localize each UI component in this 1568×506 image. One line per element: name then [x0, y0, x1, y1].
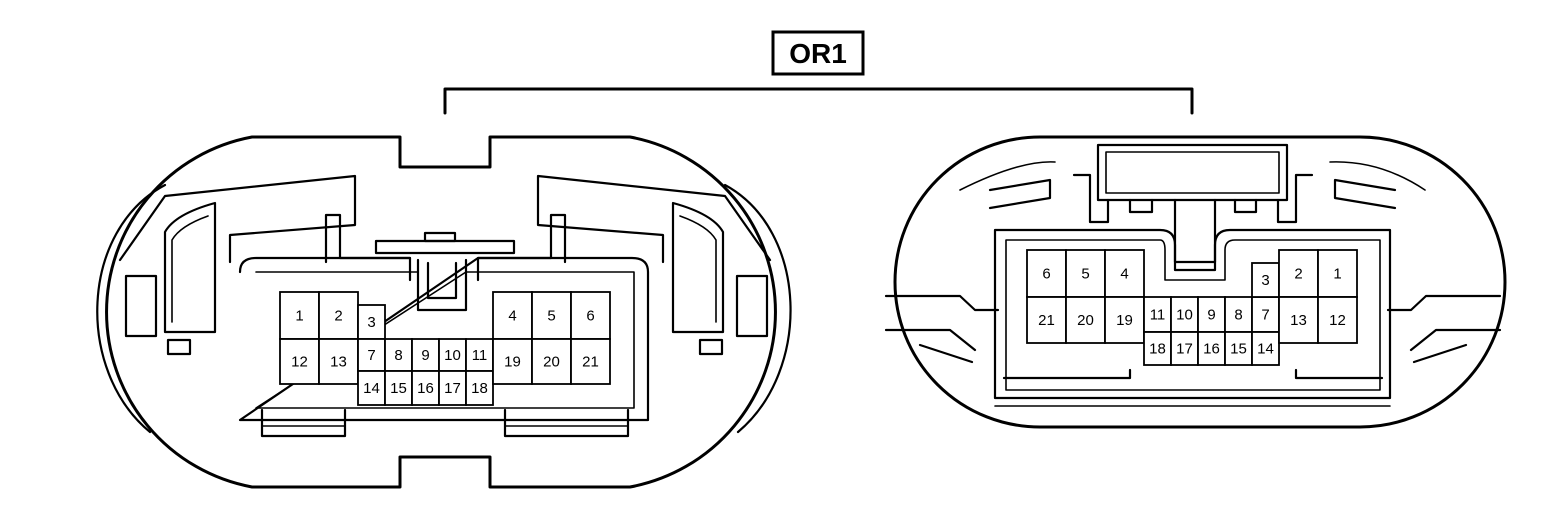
right-ledge-right — [1333, 178, 1397, 210]
connector-right-pin-12-label: 12 — [1329, 312, 1346, 329]
left-inner-arc-left — [96, 183, 167, 434]
connector-right-pin-13-label: 13 — [1290, 312, 1307, 329]
right-housing-outline — [893, 135, 1507, 429]
connector-left-pin-17-label: 17 — [444, 380, 461, 397]
left-inner-arc-right — [723, 183, 792, 434]
connector-left-pin-13-label: 13 — [330, 354, 347, 371]
connector-right-pin-10-label: 10 — [1176, 307, 1193, 324]
connector-left-pin-1-label: 1 — [295, 308, 303, 325]
connector-left-pin-5-label: 5 — [547, 308, 555, 325]
connector-left-pin-18-cavity — [465, 370, 494, 406]
connector-right-pin-1-cavity — [1317, 249, 1358, 298]
connector-right-pin-3-cavity — [1251, 262, 1280, 298]
connector-right-pin-19-cavity — [1104, 296, 1145, 344]
connector-left-pin-20-label: 20 — [543, 354, 560, 371]
connector-left-pin-18-label: 18 — [471, 380, 488, 397]
connector-left-pin-21-label: 21 — [582, 354, 599, 371]
right-inner-body-inset — [1005, 239, 1381, 391]
connector-left-pin-17-cavity — [438, 370, 467, 406]
connector-right-pin-21-label: 21 — [1038, 312, 1055, 329]
connector-left-pin-2-cavity — [318, 291, 359, 340]
right-inner-body — [993, 228, 1392, 400]
connector-right-pin-11-cavity — [1143, 296, 1172, 333]
connector-right-pin-12-cavity — [1317, 296, 1358, 344]
right-top-latch — [1072, 143, 1314, 264]
connector-right-pin-6-label: 6 — [1042, 266, 1050, 283]
left-upper-rail-left — [118, 174, 357, 264]
connector-right-pin-11-label: 11 — [1150, 307, 1166, 324]
connector-left-pin-19-label: 19 — [504, 354, 521, 371]
connector-left-pin-4-cavity — [492, 291, 533, 340]
connector-left-pin-15-cavity — [384, 370, 413, 406]
connector-left-pin-13-cavity — [318, 338, 359, 385]
connector-left-pin-16-label: 16 — [417, 380, 434, 397]
connector-right-pin-18-cavity — [1143, 331, 1172, 366]
connector-left-pin-9-label: 9 — [421, 347, 429, 364]
connector-right-pin-18-label: 18 — [1149, 341, 1166, 358]
left-inner-body — [238, 256, 650, 422]
connector-right-pin-1-label: 1 — [1333, 266, 1341, 283]
connector-left-pin-3-label: 3 — [367, 314, 375, 331]
right-bottom-rails — [1002, 368, 1384, 380]
connector-left-pin-14-label: 14 — [363, 380, 380, 397]
connector-left-pin-20-cavity — [531, 338, 572, 385]
connector-right-pin-20-label: 20 — [1077, 312, 1094, 329]
connector-right-pin-14-cavity — [1251, 331, 1280, 366]
left-center-lock-tab — [374, 231, 516, 312]
connector-left-pin-5-cavity — [531, 291, 572, 340]
left-lock-post-right — [476, 213, 567, 282]
title-bracket — [443, 87, 1194, 115]
connector-left-pin-10-label: 10 — [444, 347, 461, 364]
left-housing-outline — [105, 135, 777, 489]
connector-title-label: OR1 — [771, 30, 865, 76]
connector-right-pin-9-label: 9 — [1207, 307, 1215, 324]
connector-left-pin-11-label: 11 — [472, 347, 488, 364]
connector-right-pin-13-cavity — [1278, 296, 1319, 344]
connector-left-pin-15-label: 15 — [390, 380, 407, 397]
connector-right-pin-8-label: 8 — [1234, 307, 1242, 324]
connector-left-pin-16-cavity — [411, 370, 440, 406]
connector-right-pin-15-label: 15 — [1230, 341, 1247, 358]
connector-left-pin-8-label: 8 — [394, 347, 402, 364]
connector-right-pin-4-label: 4 — [1120, 266, 1128, 283]
connector-right-pin-15-cavity — [1224, 331, 1253, 366]
connector-right-pin-14-label: 14 — [1257, 341, 1274, 358]
connector-right-pin-3-label: 3 — [1261, 272, 1269, 289]
connector-right-pin-7-label: 7 — [1261, 307, 1269, 324]
right-inner-arc-right — [1329, 161, 1426, 191]
connector-left-pin-14-cavity — [357, 370, 386, 406]
right-ledge-left — [988, 178, 1052, 210]
connector-right-pin-5-label: 5 — [1081, 266, 1089, 283]
connector-title: OR1 — [789, 38, 847, 69]
connector-left-pin-12-label: 12 — [291, 354, 308, 371]
connector-left-pin-7-label: 7 — [367, 347, 375, 364]
left-side-latch-right — [671, 201, 769, 356]
left-bottom-feet — [260, 408, 630, 438]
right-side-rail-right — [1386, 294, 1502, 364]
connector-left-pin-6-label: 6 — [586, 308, 594, 325]
left-upper-rail-right — [536, 174, 772, 264]
connector-left-pin-4-label: 4 — [508, 308, 516, 325]
left-side-latch-left — [124, 201, 217, 356]
connector-right-pin-2-label: 2 — [1294, 266, 1302, 283]
connector-right-pin-10-cavity — [1170, 296, 1199, 333]
connector-left-pin-2-label: 2 — [334, 308, 342, 325]
connector-right-pin-17-cavity — [1170, 331, 1199, 366]
right-side-rail-left — [884, 294, 1000, 364]
connector-right-pin-17-label: 17 — [1176, 341, 1193, 358]
left-lock-post-left — [324, 213, 412, 282]
connector-left-pin-21-cavity — [570, 338, 611, 385]
right-inner-arc-left — [959, 161, 1056, 191]
connector-left-pin-7-cavity — [357, 338, 386, 372]
connector-right-pin-19-label: 19 — [1116, 312, 1133, 329]
connector-right-pin-16-label: 16 — [1203, 341, 1220, 358]
